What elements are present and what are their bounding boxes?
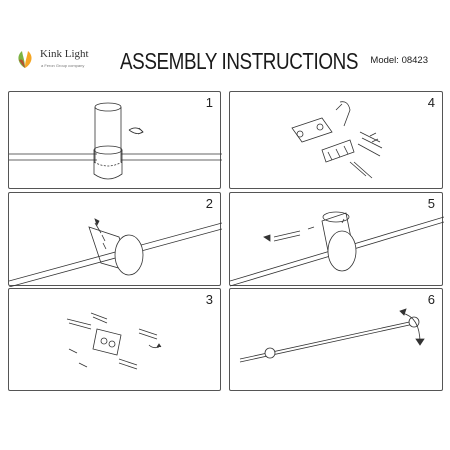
step-number: 4 — [427, 95, 435, 110]
step-number: 5 — [427, 196, 435, 211]
step-2-illustration — [9, 218, 222, 287]
step-3-illustration — [66, 312, 162, 370]
brand-logo: Kink Light a Feron Group company — [14, 46, 124, 76]
step-4-illustration — [291, 101, 383, 179]
header: Kink Light a Feron Group company ASSEMBL… — [0, 0, 450, 85]
step-5-panel: 5 — [229, 192, 444, 287]
step-1-illustration — [9, 102, 222, 180]
step-number: 1 — [205, 95, 213, 110]
page-title: ASSEMBLY INSTRUCTIONS — [120, 48, 359, 74]
brand-tagline: a Feron Group company — [41, 63, 85, 68]
step-2-panel: 2 — [8, 192, 222, 287]
step-6-panel: 6 — [229, 288, 443, 391]
step-6-illustration — [239, 308, 425, 363]
leaf-logo-icon — [18, 51, 32, 68]
step-number: 2 — [205, 196, 213, 211]
step-4-panel: 4 — [229, 91, 443, 189]
step-3-panel: 3 — [8, 288, 221, 391]
step-1-panel: 1 — [8, 91, 222, 189]
step-number: 6 — [427, 292, 435, 307]
model-number: Model: 08423 — [370, 55, 428, 66]
brand-name: Kink Light — [40, 48, 89, 60]
step-5-illustration — [230, 211, 444, 287]
step-number: 3 — [205, 292, 213, 307]
